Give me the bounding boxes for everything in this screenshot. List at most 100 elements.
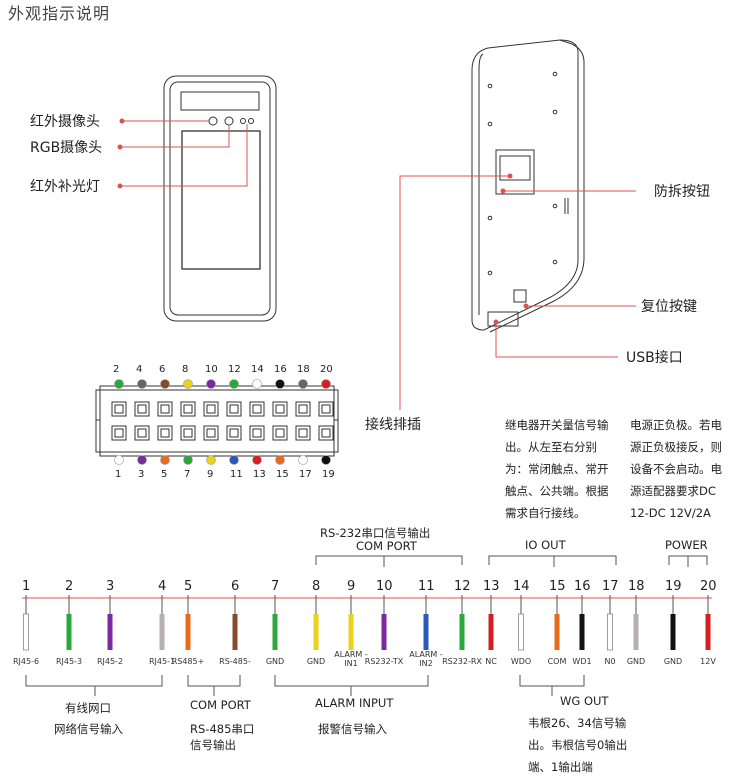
rs485-line2: 信号输出 <box>190 738 236 752</box>
connector-bottom-number: 9 <box>207 469 214 480</box>
connector-hole <box>134 425 150 441</box>
connector-hole-inner <box>183 404 193 414</box>
wire-number: 2 <box>65 579 74 594</box>
connector-bottom-dot <box>275 455 285 465</box>
connector-hole-inner <box>160 404 170 414</box>
connector-hole-inner <box>183 428 193 438</box>
wire-number: 6 <box>231 579 240 594</box>
wire-sticks <box>23 613 711 651</box>
connector-top-number: 6 <box>159 364 166 375</box>
wire-6-stick <box>232 614 238 650</box>
wire-label: N0 <box>604 657 616 666</box>
wire-number: 4 <box>158 579 167 594</box>
wire-label: WDO <box>510 657 532 666</box>
connector-bottom-number: 19 <box>322 469 335 480</box>
wire-number: 11 <box>418 579 435 594</box>
connector-top-dot <box>183 379 193 389</box>
wire-number: 7 <box>271 579 280 594</box>
connector-top-dot <box>206 379 216 389</box>
connector-bottom-dot <box>160 455 170 465</box>
connector-hole <box>111 401 127 417</box>
wire-label: GND <box>306 657 326 666</box>
connector-hole-inner <box>206 404 216 414</box>
connector-bottom-number: 3 <box>138 469 145 480</box>
connector-hole <box>318 425 334 441</box>
wire-ticks <box>25 595 709 614</box>
connector-hole <box>134 401 150 417</box>
connector-hole <box>226 425 242 441</box>
back-callout-lines <box>399 173 636 410</box>
connector-top-number: 10 <box>205 364 218 375</box>
wiring-connector-label: 接线排插 <box>365 417 421 433</box>
tamper-button-label: 防拆按钮 <box>654 184 710 200</box>
wire-label: GND <box>626 657 646 666</box>
power-title: POWER <box>665 538 708 552</box>
connector-top-dot <box>137 379 147 389</box>
wire-label: COM <box>547 657 567 666</box>
wire-13-stick <box>488 614 494 650</box>
connector-block <box>95 385 339 457</box>
connector-hole <box>318 401 334 417</box>
connector-hole-inner <box>114 428 124 438</box>
wire-label: RS485+ <box>171 657 205 666</box>
connector-hole <box>157 425 173 441</box>
connector-hole-inner <box>252 428 262 438</box>
connector-top-number: 16 <box>274 364 287 375</box>
wire-9-stick <box>348 614 354 650</box>
wire-number: 10 <box>376 579 393 594</box>
connector-bottom-dots <box>114 455 331 465</box>
wire-3-stick <box>107 614 113 650</box>
connector-hole <box>226 401 242 417</box>
wire-number: 17 <box>602 579 619 594</box>
wire-12-stick <box>459 614 465 650</box>
wire-number: 13 <box>483 579 500 594</box>
back-device-illustration <box>471 39 585 333</box>
connector-hole <box>203 401 219 417</box>
alarm-input-cn: 报警信号输入 <box>318 722 387 736</box>
connector-bottom-number: 17 <box>299 469 312 480</box>
ir-fill-light-label: 红外补光灯 <box>30 179 100 195</box>
wire-1-stick <box>23 613 29 651</box>
connector-hole-inner <box>229 404 239 414</box>
connector-hole <box>249 401 265 417</box>
wire-number: 3 <box>106 579 115 594</box>
wg-out-title: WG OUT <box>560 694 609 708</box>
wire-label: RJ45-3 <box>55 657 83 666</box>
rs232-title: RS-232串口信号输出 <box>320 526 431 540</box>
front-device-illustration <box>163 75 277 322</box>
wire-number: 8 <box>312 579 321 594</box>
power-note: 电源正负极。若电源正负极接反，则设备不会启动。电源适配器要求DC 12-DC 1… <box>630 418 722 520</box>
connector-bottom-dot <box>114 455 124 465</box>
wire-number: 14 <box>513 579 530 594</box>
connector-bottom-number: 13 <box>253 469 266 480</box>
com-port-top: COM PORT <box>356 539 417 553</box>
connector-hole <box>203 425 219 441</box>
connector-holes <box>111 401 334 441</box>
com-port-bottom-title: COM PORT <box>190 698 251 712</box>
wire-17-stick <box>607 613 613 651</box>
wire-label: RJ45-2 <box>96 657 124 666</box>
wg-note: 韦根26、34信号输出。韦根信号0输出端、1输出端 <box>528 716 628 774</box>
connector-bottom-number: 11 <box>230 469 243 480</box>
connector-bottom-dot <box>206 455 216 465</box>
front-callout-lines <box>117 118 248 189</box>
wire-16-stick <box>579 614 585 650</box>
net-input-title: 网络信号输入 <box>54 722 123 736</box>
connector-hole-inner <box>206 428 216 438</box>
ir-camera-label: 红外摄像头 <box>30 114 100 130</box>
connector-hole <box>180 425 196 441</box>
wire-number: 18 <box>628 579 645 594</box>
connector-top-number: 14 <box>251 364 264 375</box>
wire-14-stick <box>518 613 524 651</box>
wire-number: 20 <box>700 579 717 594</box>
connector-hole <box>272 401 288 417</box>
wire-label: NC <box>485 657 497 666</box>
wire-label: RJ45-1 <box>148 657 176 666</box>
connector-hole-inner <box>137 428 147 438</box>
connector-hole <box>157 401 173 417</box>
wire-label: WD1 <box>572 657 592 666</box>
connector-top-dots <box>114 379 331 389</box>
connector-hole-inner <box>137 404 147 414</box>
wire-8-stick <box>313 614 319 650</box>
usb-port-label: USB接口 <box>626 350 683 366</box>
